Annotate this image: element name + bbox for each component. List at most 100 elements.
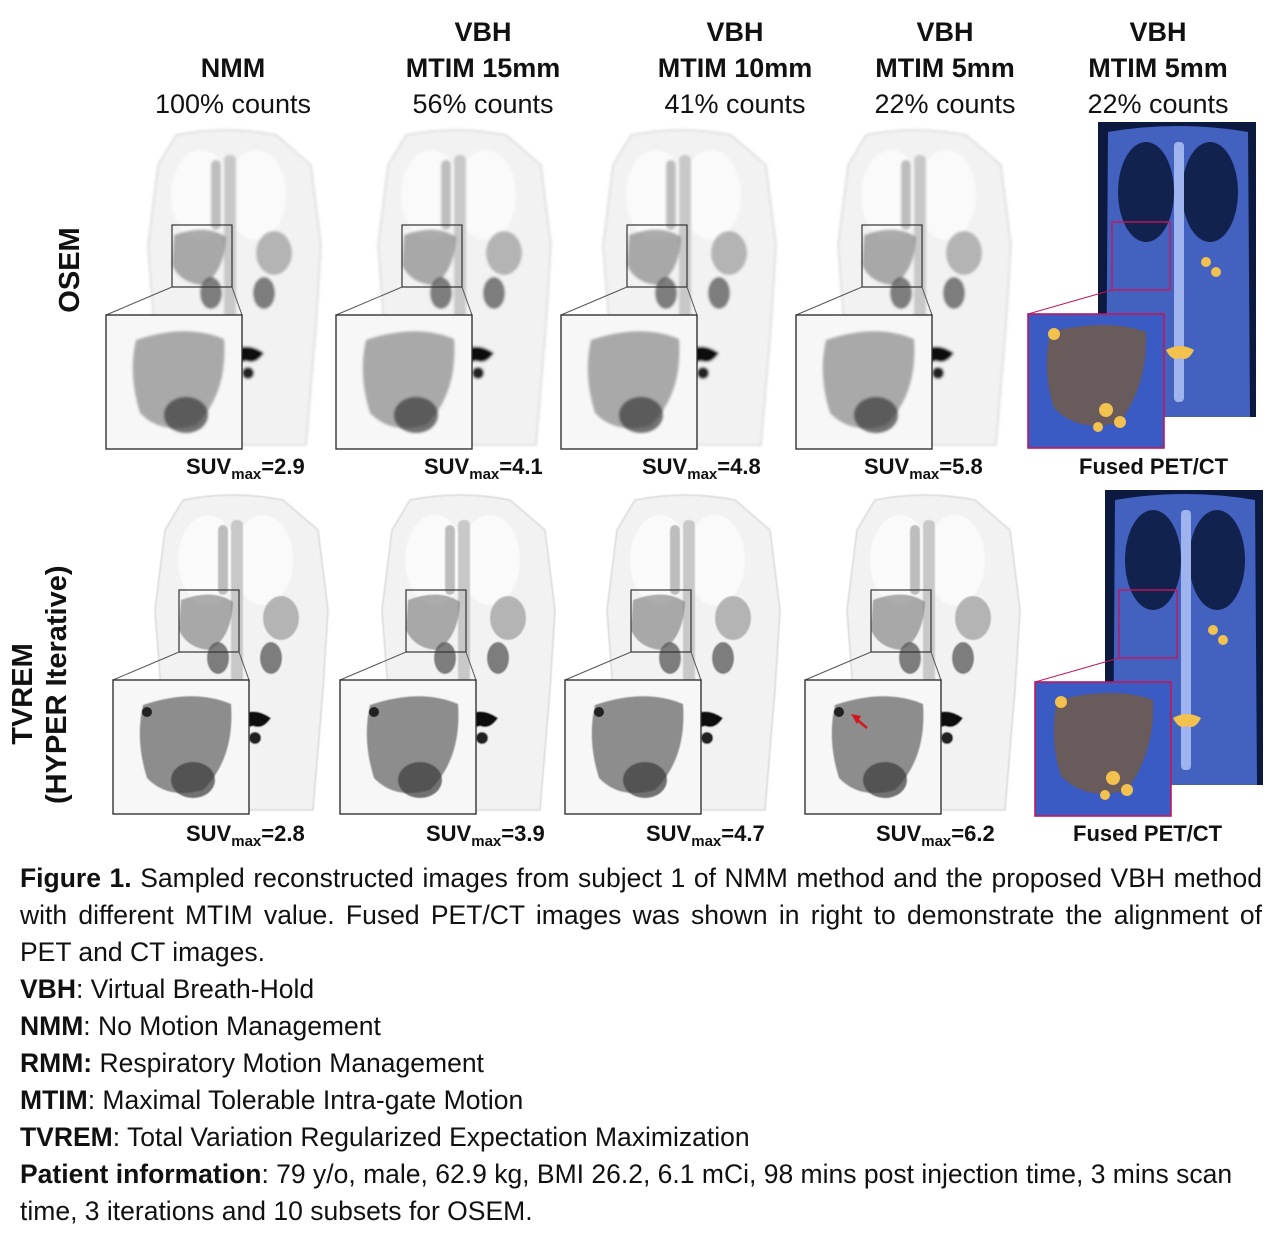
spleen <box>946 231 982 275</box>
spleen <box>955 596 991 640</box>
suv-label-osem-nmm: SUVmax=2.9 <box>186 454 305 483</box>
spleen <box>711 231 747 275</box>
lung-right <box>456 150 516 240</box>
aorta <box>666 160 676 230</box>
kidney-right <box>708 277 730 309</box>
figure-caption-main: Figure 1. Sampled reconstructed images f… <box>20 860 1262 971</box>
inset-lesion <box>594 707 604 717</box>
pet-image <box>335 129 552 450</box>
definition-rmm: RMM: Respiratory Motion Management <box>20 1048 484 1078</box>
column-header-line2: MTIM 5mm <box>875 53 1015 83</box>
column-header-line2: MTIM 5mm <box>1088 53 1228 83</box>
bladder-tail <box>701 732 713 744</box>
fused-label-osem: Fused PET/CT <box>1079 454 1229 479</box>
column-header-line2: MTIM 10mm <box>657 53 813 83</box>
fused-connector <box>1034 657 1120 683</box>
body-silhouette <box>846 494 1021 811</box>
pet-image-panel <box>339 490 580 830</box>
fused-inset-liver <box>1053 693 1154 794</box>
column-header-vbh-5mm: VBH MTIM 5mm 22% counts <box>845 14 1045 122</box>
fused-image <box>1027 122 1256 449</box>
pet-image-panel <box>560 125 801 465</box>
inset-kidney <box>171 762 215 798</box>
fused-inset <box>1034 681 1172 817</box>
column-header-line1: VBH <box>1129 17 1187 47</box>
bladder-tail <box>249 732 261 744</box>
fused-inset-kidney <box>1099 403 1113 417</box>
fused-spine <box>1181 510 1191 770</box>
connector-line <box>564 651 632 681</box>
fused-spine <box>1174 142 1184 402</box>
kidney-right <box>943 277 965 309</box>
fused-image <box>1034 490 1263 817</box>
fused-inset-kidney <box>1114 416 1126 428</box>
magnified-inset <box>105 314 243 450</box>
spleen <box>263 596 299 640</box>
pet-image-panel <box>804 490 1045 830</box>
kidney-left <box>899 642 921 674</box>
inset-kidney <box>398 762 442 798</box>
kidney-right <box>487 642 509 674</box>
liver <box>406 594 460 650</box>
aorta <box>670 525 680 595</box>
lung-right <box>233 515 293 605</box>
connector-line <box>921 286 933 316</box>
zoom-box <box>171 224 233 288</box>
row-label-text: TVREM <box>7 643 39 745</box>
aorta <box>441 160 451 230</box>
kidney-right <box>712 642 734 674</box>
kidney-right <box>260 642 282 674</box>
fused-bladder <box>1173 714 1201 727</box>
bladder-tail <box>242 367 254 379</box>
spleen <box>256 231 292 275</box>
connector-line <box>335 286 403 316</box>
suv-label-osem-10mm: SUVmax=4.8 <box>642 454 761 483</box>
inset-lesion <box>369 707 379 717</box>
column-header-line3: 100% counts <box>154 89 312 119</box>
spleen <box>486 231 522 275</box>
lung-left <box>870 515 930 605</box>
figure-caption: Figure 1. Sampled reconstructed images f… <box>20 860 1262 1230</box>
connector-line <box>795 286 863 316</box>
column-header-line3: 56% counts <box>412 89 554 119</box>
connector-line <box>461 286 473 316</box>
fused-lung-left <box>1118 142 1174 242</box>
definition-nmm: NMM: No Motion Management <box>20 1011 381 1041</box>
column-header-vbh-10mm: VBH MTIM 10mm 41% counts <box>625 14 845 122</box>
fused-inset-liver <box>1046 325 1147 426</box>
connector-line <box>112 651 180 681</box>
zoom-box <box>405 589 467 653</box>
definition-vbh: VBH: Virtual Breath-Hold <box>20 974 315 1004</box>
liver <box>627 229 681 285</box>
column-header-line1: VBH <box>706 17 764 47</box>
lung-left <box>405 515 465 605</box>
figure-label: Figure 1. <box>20 863 132 893</box>
pet-image-panel <box>335 125 576 465</box>
column-header-line3: 22% counts <box>874 89 1016 119</box>
fused-lung-right <box>1182 142 1238 242</box>
inset-kidney <box>854 397 898 433</box>
lung-right <box>681 150 741 240</box>
fused-inset-lesion <box>1055 696 1067 708</box>
red-arrow-head <box>851 714 861 724</box>
row-label-text: OSEM <box>54 227 86 313</box>
kidney-left <box>890 277 912 309</box>
bladder-tail <box>472 367 484 379</box>
magnified-inset <box>795 314 933 450</box>
fused-bladder <box>1166 346 1194 359</box>
column-header-line3: 22% counts <box>1087 89 1229 119</box>
fused-petct-panel <box>1027 122 1256 452</box>
connector-line <box>105 286 173 316</box>
lung-left <box>178 515 238 605</box>
fused-zoom-box <box>1118 589 1178 659</box>
magnified-inset <box>564 679 702 815</box>
column-header-vbh-15mm: VBH MTIM 15mm 56% counts <box>373 14 593 122</box>
inset-kidney <box>863 762 907 798</box>
magnified-inset <box>804 679 942 815</box>
patient-information: Patient information: 79 y/o, male, 62.9 … <box>20 1159 1233 1226</box>
row-label-tvrem: TVREM (HYPER Iterative) <box>6 565 74 804</box>
lung-left <box>171 150 231 240</box>
suv-label-tvrem-15mm: SUVmax=3.9 <box>426 821 545 850</box>
kidney-left <box>659 642 681 674</box>
fused-inset-lesion <box>1048 328 1060 340</box>
